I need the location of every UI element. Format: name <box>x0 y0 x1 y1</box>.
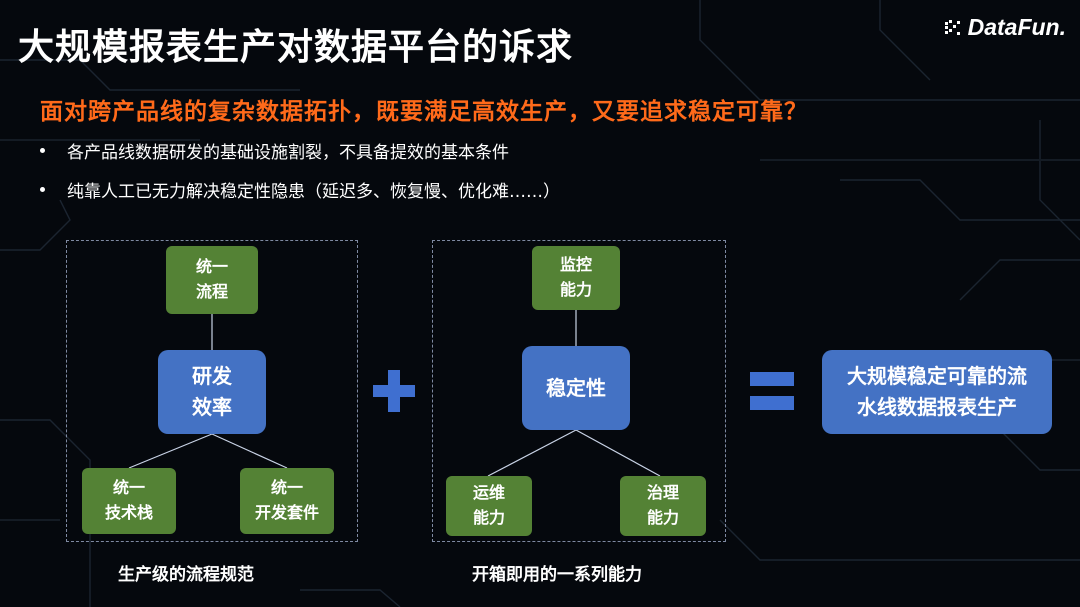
datafun-logo: DataFun. <box>944 14 1066 41</box>
left-group-panel <box>66 240 358 542</box>
left-top-node: 统一 流程 <box>166 246 258 314</box>
right-bottom-right-node: 治理 能力 <box>620 476 706 536</box>
datafun-logo-icon <box>944 19 960 35</box>
bullet-dot-icon <box>40 148 45 153</box>
left-bottom-left-node: 统一 技术栈 <box>82 468 176 534</box>
bullet-text: 纯靠人工已无力解决稳定性隐患（延迟多、恢复慢、优化难……） <box>67 182 560 202</box>
bullet-item: 各产品线数据研发的基础设施割裂，不具备提效的基本条件 <box>40 138 560 163</box>
right-top-node: 监控 能力 <box>532 246 620 310</box>
logo-text: DataFun. <box>967 14 1066 40</box>
left-group-caption: 生产级的流程规范 <box>118 565 254 585</box>
right-group-panel <box>432 240 726 542</box>
bullet-item: 纯靠人工已无力解决稳定性隐患（延迟多、恢复慢、优化难……） <box>40 177 560 202</box>
result-box: 大规模稳定可靠的流 水线数据报表生产 <box>822 350 1052 434</box>
right-center-node: 稳定性 <box>522 346 630 430</box>
bullet-dot-icon <box>40 187 45 192</box>
plus-icon <box>373 370 415 412</box>
page-title: 大规模报表生产对数据平台的诉求 <box>18 27 574 68</box>
bullet-text: 各产品线数据研发的基础设施割裂，不具备提效的基本条件 <box>67 143 509 163</box>
right-bottom-left-node: 运维 能力 <box>446 476 532 536</box>
left-center-node: 研发 效率 <box>158 350 266 434</box>
right-group-caption: 开箱即用的一系列能力 <box>472 565 642 585</box>
equals-icon <box>750 372 794 410</box>
bullet-list: 各产品线数据研发的基础设施割裂，不具备提效的基本条件 纯靠人工已无力解决稳定性隐… <box>40 138 560 216</box>
subtitle: 面对跨产品线的复杂数据拓扑，既要满足高效生产，又要追求稳定可靠？ <box>40 99 808 125</box>
left-bottom-right-node: 统一 开发套件 <box>240 468 334 534</box>
